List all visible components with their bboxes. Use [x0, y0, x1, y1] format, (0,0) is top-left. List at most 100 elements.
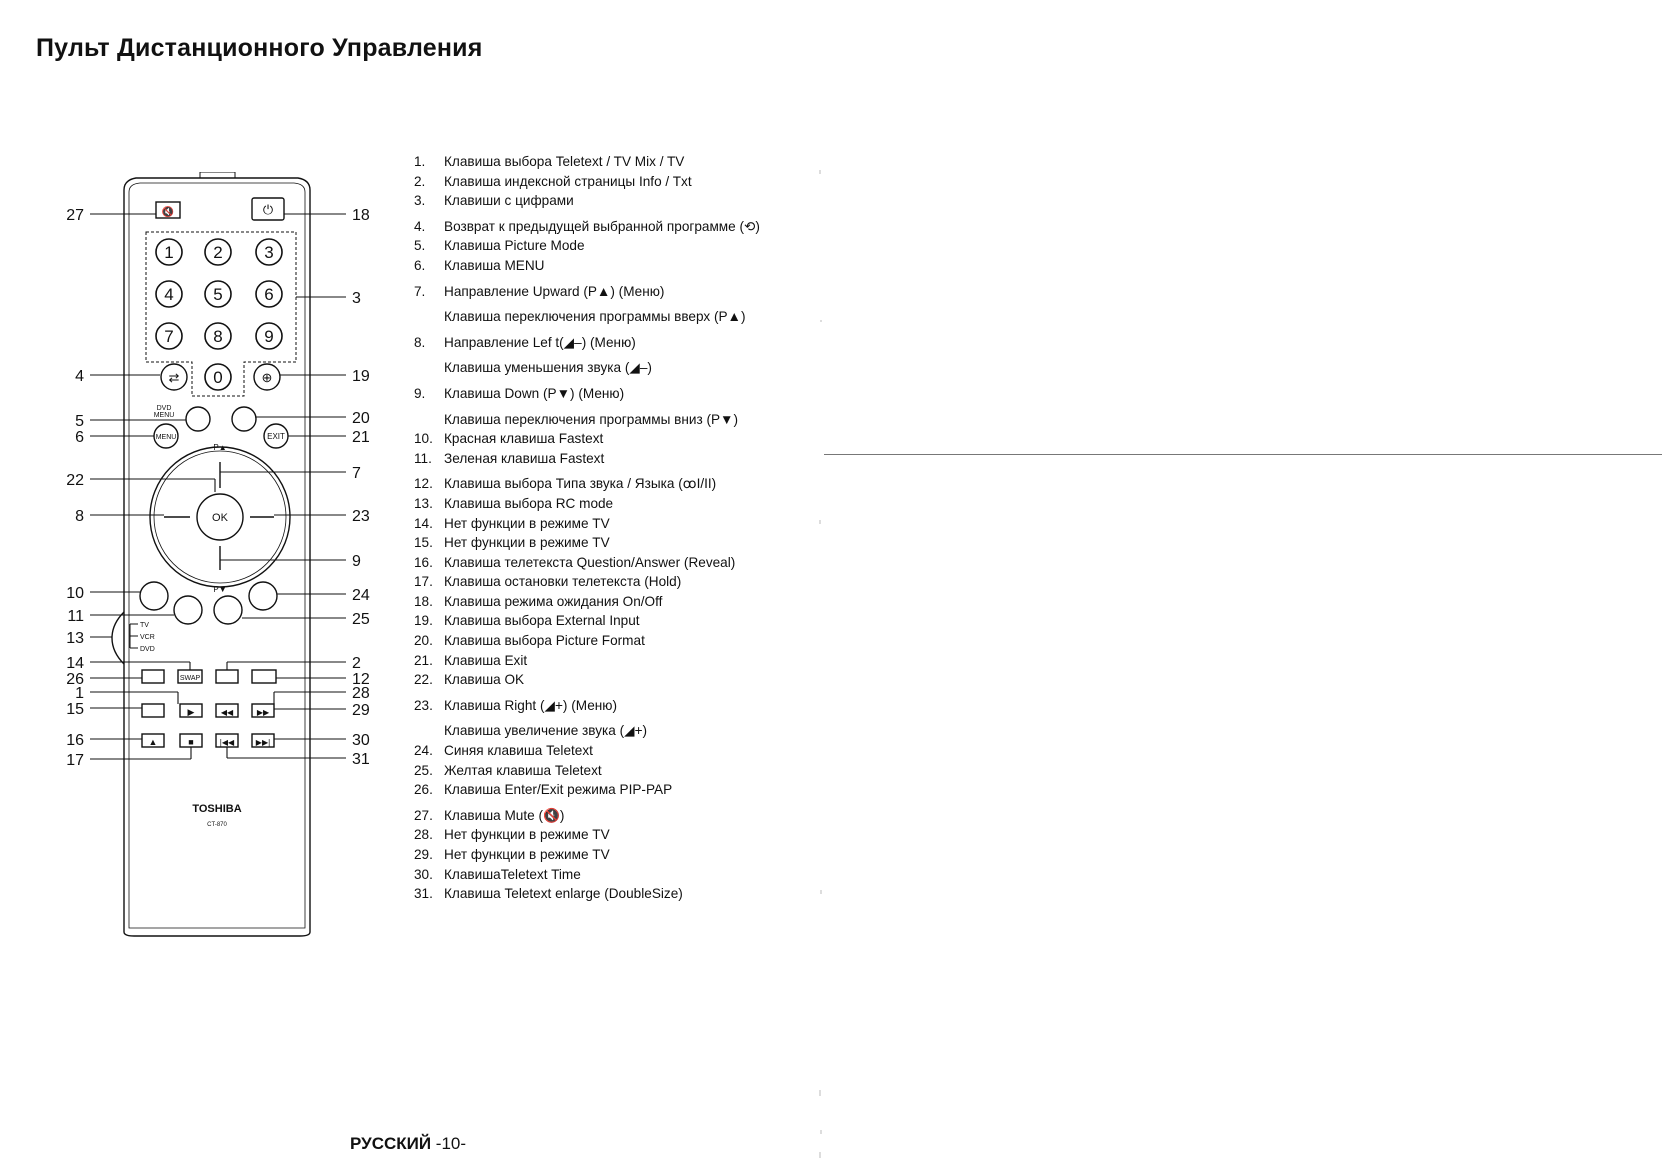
callout-7: 7: [352, 465, 361, 482]
list-item: 22.Клавиша OK: [414, 672, 525, 688]
list-item: 21.Клавиша Exit: [414, 652, 528, 668]
callout-9: 9: [352, 553, 361, 570]
list-item: 19.Клавиша выбора External Input: [414, 613, 640, 629]
callout-23: 23: [352, 508, 370, 525]
digit-3: 3: [264, 243, 273, 262]
list-item-sub: Клавиша переключения программы вниз (P▼): [444, 411, 739, 427]
callout-2: 2: [352, 655, 361, 672]
list-item-sub: Клавиша увеличение звука (◢+): [444, 723, 648, 739]
play-icon: ▶: [188, 707, 195, 717]
stop-icon: ■: [188, 737, 193, 747]
callout-31: 31: [352, 751, 370, 768]
list-item: 27.Клавиша Mute (🔇): [414, 807, 565, 823]
callout-17: 17: [66, 752, 84, 769]
dvd-menu-label-1: DVD: [157, 405, 172, 412]
callout-24: 24: [352, 587, 370, 604]
swap-key-label: SWAP: [180, 675, 201, 682]
digit-1: 1: [164, 243, 173, 262]
power-icon: ⏻: [263, 202, 273, 217]
list-item: 6.Клавиша MENU: [414, 257, 545, 273]
list-item: 30.КлавишаTeletext Time: [414, 866, 581, 882]
list-item: 31.Клавиша Teletext enlarge (DoubleSize): [414, 886, 683, 902]
list-item: 25.Желтая клавиша Teletext: [414, 762, 602, 778]
callout-25: 25: [352, 611, 370, 628]
callout-28: 28: [352, 685, 370, 702]
list-item: 8.Направление Lef t(◢–) (Меню): [414, 334, 636, 350]
callout-4: 4: [75, 368, 84, 385]
model-label: CT-870: [207, 822, 227, 828]
callout-1: 1: [75, 685, 84, 702]
remote-control-diagram: 1 2 3 4 5 6 7 8 9 0 🔇 ⏻ ⇄ ⊕ DVD MENU MEN…: [66, 172, 370, 937]
mute-icon: 🔇: [162, 205, 174, 218]
p-up-label: P▲: [213, 443, 226, 452]
list-item: 16.Клавиша телетекста Question/Answer (R…: [414, 554, 736, 570]
digit-8: 8: [213, 327, 222, 346]
callout-12: 12: [352, 671, 370, 688]
digit-5: 5: [213, 285, 222, 304]
digit-0: 0: [213, 368, 222, 387]
dvd-menu-label-2: MENU: [154, 412, 175, 419]
callout-19: 19: [352, 368, 370, 385]
digit-7: 7: [164, 327, 173, 346]
callout-3: 3: [352, 290, 361, 307]
eject-icon: ▲: [149, 737, 158, 747]
page-divider: [824, 454, 1662, 455]
list-item: 24.Синяя клавиша Teletext: [414, 743, 593, 759]
list-item: 13.Клавиша выбора RC mode: [414, 495, 614, 511]
scan-specks: [819, 170, 822, 1158]
list-item: 12.Клавиша выбора Типа звука / Языка (ꝏI…: [414, 476, 717, 492]
footer-language: РУССКИЙ: [350, 1134, 432, 1153]
mode-dvd-label: DVD: [140, 646, 155, 653]
callout-21: 21: [352, 429, 370, 446]
list-item: 7.Направление Upward (P▲) (Меню): [414, 283, 665, 299]
callout-14: 14: [66, 655, 84, 672]
list-item: 26.Клавиша Enter/Exit режима PIP-PAP: [414, 782, 673, 798]
rewind-icon: ◀◀: [221, 708, 234, 717]
callout-22: 22: [66, 472, 84, 489]
mode-tv-label: TV: [140, 622, 149, 629]
menu-key-label: MENU: [156, 434, 177, 441]
callout-11: 11: [67, 608, 84, 625]
list-item: 15.Нет функции в режиме TV: [414, 535, 610, 551]
list-item: 29.Нет функции в режиме TV: [414, 847, 610, 862]
callout-26: 26: [66, 671, 84, 688]
p-down-label: P▼: [213, 585, 226, 594]
list-item-sub: Клавиша переключения программы вверх (P▲…: [444, 309, 746, 325]
footer-page-number: -10-: [435, 1134, 467, 1153]
callout-30: 30: [352, 732, 370, 749]
exit-key-label: EXIT: [267, 432, 285, 441]
list-item-sub: Клавиша уменьшения звука (◢–): [444, 360, 652, 376]
mode-vcr-label: VCR: [140, 634, 155, 641]
list-item: 10.Красная клавиша Fastext: [414, 431, 604, 447]
list-item: 17.Клавиша остановки телетекста (Hold): [414, 574, 682, 590]
list-item: 14.Нет функции в режиме TV: [414, 515, 610, 531]
prev-icon: |◀◀: [220, 738, 235, 747]
brand-label: TOSHIBA: [192, 803, 241, 815]
key-description-list: 1.Клавиша выбора Teletext / TV Mix / TV …: [414, 152, 814, 904]
input-icon: ⊕: [262, 370, 273, 385]
ok-key-label: OK: [212, 512, 229, 524]
recall-icon: ⇄: [169, 370, 180, 385]
next-icon: ▶▶|: [256, 738, 270, 747]
list-item: 20.Клавиша выбора Picture Format: [414, 633, 645, 649]
list-item: 4.Возврат к предыдущей выбранной програм…: [414, 218, 760, 234]
digit-6: 6: [264, 285, 273, 304]
page-footer: РУССКИЙ -10-: [350, 1134, 466, 1154]
digit-4: 4: [164, 285, 173, 304]
list-item: 5.Клавиша Picture Mode: [414, 238, 585, 254]
digit-9: 9: [264, 327, 273, 346]
callout-8: 8: [75, 508, 84, 525]
list-item: 2.Клавиша индексной страницы Info / Txt: [414, 173, 692, 189]
forward-icon: ▶▶: [257, 708, 270, 717]
page-title: Пульт Дистанционного Управления: [36, 34, 483, 62]
callout-5: 5: [75, 413, 84, 430]
callout-15: 15: [66, 701, 84, 718]
list-item: 1.Клавиша выбора Teletext / TV Mix / TV: [414, 154, 685, 169]
callout-13: 13: [66, 630, 84, 647]
callout-20: 20: [352, 410, 370, 427]
callout-6: 6: [75, 429, 84, 446]
list-item: 3.Клавиши с цифрами: [414, 193, 574, 209]
callout-16: 16: [66, 732, 84, 749]
list-item: 18.Клавиша режима ожидания On/Off: [414, 593, 663, 609]
callout-29: 29: [352, 702, 370, 719]
